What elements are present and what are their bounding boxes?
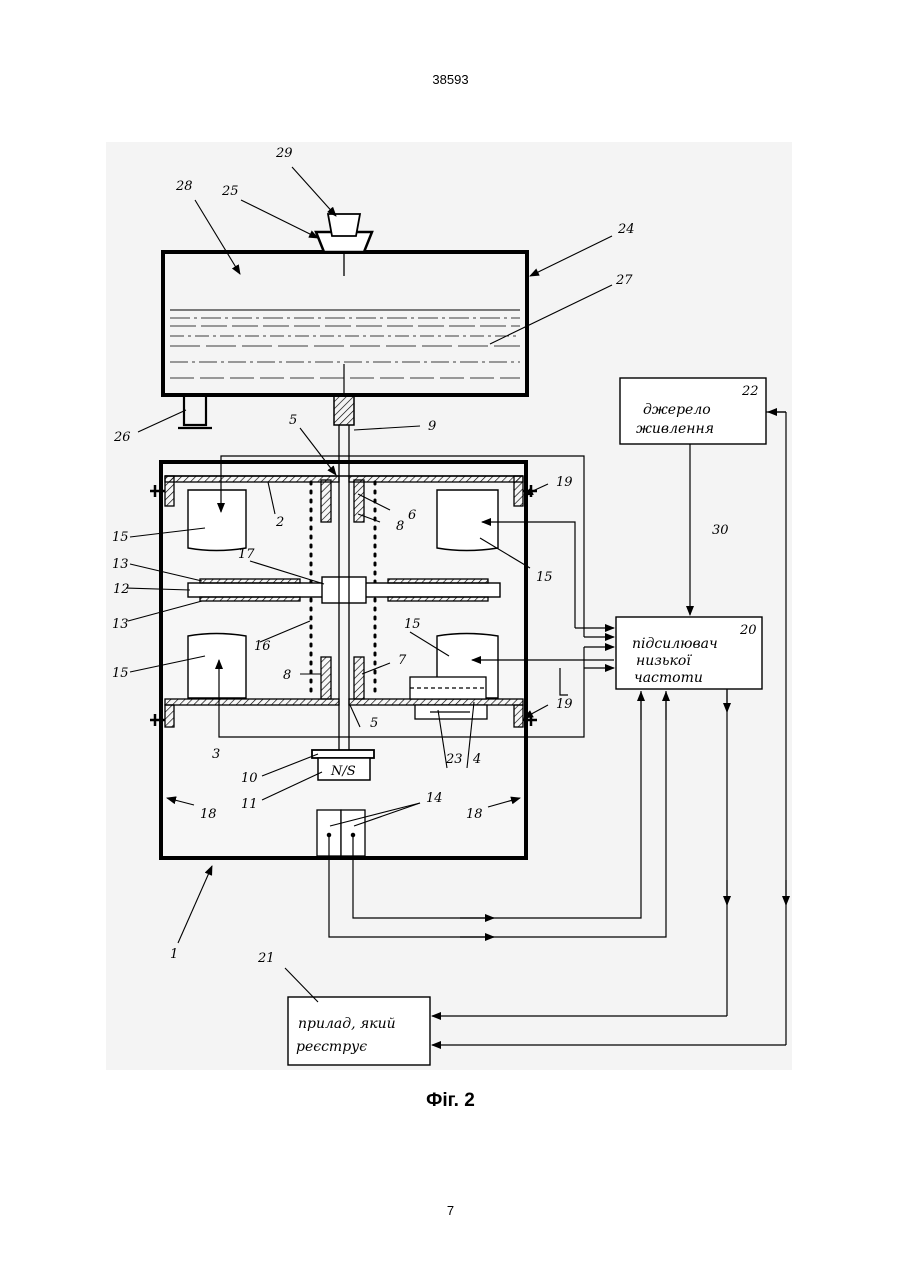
ref-15-upper-right: 15 bbox=[536, 570, 553, 585]
ref-15-upper-left: 15 bbox=[112, 530, 129, 545]
ref-24: 24 bbox=[617, 222, 635, 237]
ref-9: 9 bbox=[428, 419, 436, 434]
power-source-line-1: джерело bbox=[643, 402, 711, 418]
ref-15-lower-right: 15 bbox=[404, 617, 421, 632]
ref-8-bottom: 8 bbox=[283, 668, 291, 683]
ref-19-bottom: 19 bbox=[556, 697, 573, 712]
ref-6: 6 bbox=[408, 508, 416, 523]
ref-16: 16 bbox=[254, 639, 271, 654]
ref-3: 3 bbox=[212, 747, 220, 762]
sensor-block bbox=[410, 677, 487, 719]
ref-22: 22 bbox=[741, 384, 759, 399]
ref-20: 20 bbox=[739, 623, 757, 638]
power-source-line-2: живлення bbox=[636, 421, 714, 437]
ref-14: 14 bbox=[426, 791, 443, 806]
amplifier-line-1: підсилювач bbox=[632, 636, 718, 652]
recorder-line-2: реєструє bbox=[296, 1039, 367, 1055]
ref-13-bottom: 13 bbox=[112, 617, 129, 632]
ref-18-right: 18 bbox=[466, 807, 483, 822]
ref-10: 10 bbox=[241, 771, 258, 786]
amplifier-line-2: низької bbox=[636, 653, 692, 669]
magnet-pole-label: N/S bbox=[330, 764, 356, 779]
disk bbox=[188, 577, 500, 603]
ref-5-bottom: 5 bbox=[370, 716, 378, 731]
figure-caption: Фіг. 2 bbox=[0, 1090, 901, 1112]
tank bbox=[163, 252, 527, 395]
amplifier-line-3: частоти bbox=[634, 670, 703, 686]
recorder-line-1: прилад, який bbox=[298, 1016, 396, 1032]
ref-28: 28 bbox=[175, 179, 193, 194]
ref-15-lower-left: 15 bbox=[112, 666, 129, 681]
ref-11: 11 bbox=[241, 797, 258, 812]
ref-2: 2 bbox=[275, 515, 284, 530]
pickups bbox=[317, 810, 365, 856]
ref-27: 27 bbox=[615, 273, 633, 288]
ref-30: 30 bbox=[712, 523, 729, 538]
ref-18-left: 18 bbox=[200, 807, 217, 822]
page-number: 7 bbox=[0, 1203, 901, 1218]
ref-1: 1 bbox=[170, 947, 178, 962]
ref-29: 29 bbox=[275, 146, 293, 161]
ref-21: 21 bbox=[257, 951, 275, 966]
ref-8-top: 8 bbox=[396, 519, 404, 534]
ref-12: 12 bbox=[113, 582, 130, 597]
ref-5-top: 5 bbox=[289, 413, 297, 428]
ref-25: 25 bbox=[221, 184, 239, 199]
ref-13-top: 13 bbox=[112, 557, 129, 572]
ref-26: 26 bbox=[113, 430, 131, 445]
ref-4: 4 bbox=[472, 752, 481, 767]
ref-19-top: 19 bbox=[556, 475, 573, 490]
ref-23: 23 bbox=[445, 752, 463, 767]
ref-17: 17 bbox=[238, 547, 255, 562]
ref-7: 7 bbox=[398, 653, 407, 668]
